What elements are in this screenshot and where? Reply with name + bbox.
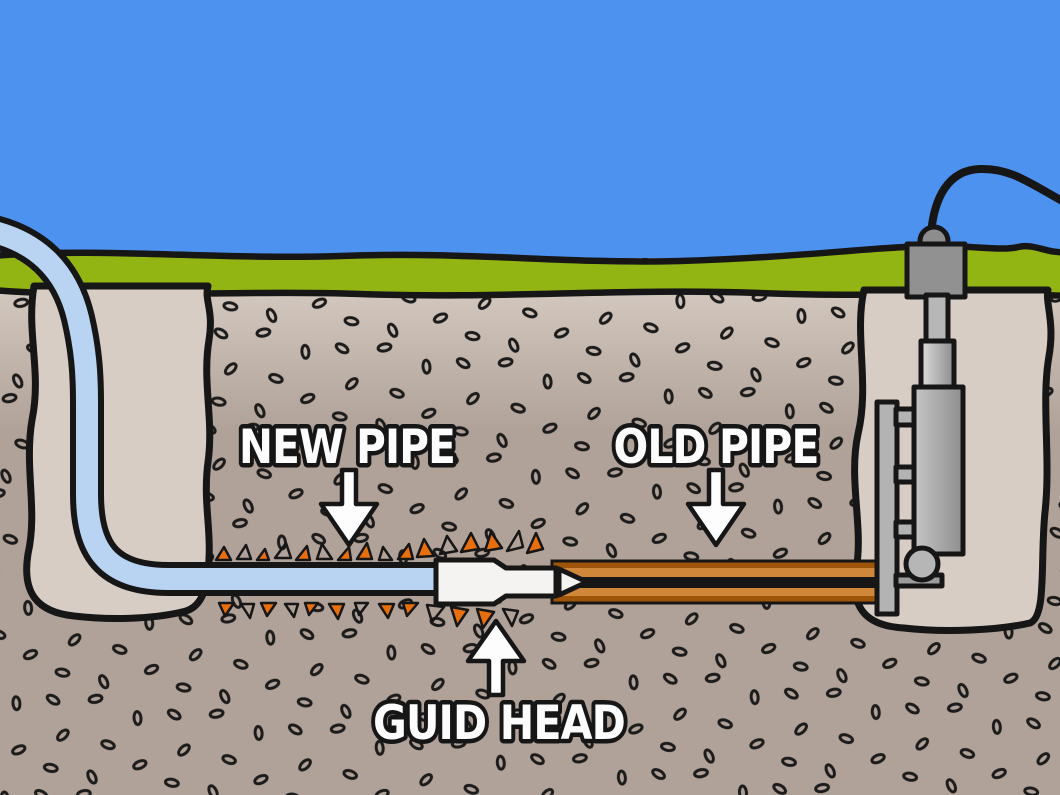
piston-rod-upper bbox=[923, 292, 951, 348]
debris-fragment bbox=[239, 602, 256, 620]
debris-fragment bbox=[377, 545, 394, 562]
old-pipe-down-arrow-icon bbox=[685, 467, 747, 548]
debris-fragment bbox=[415, 537, 436, 559]
power-cable bbox=[927, 164, 1060, 238]
guide-head-label: GUID HEAD bbox=[373, 696, 625, 751]
debris-fragment bbox=[475, 607, 496, 630]
guide-head-tip bbox=[556, 566, 590, 598]
debris-fragment bbox=[355, 541, 374, 561]
piston-rod-lower bbox=[918, 338, 957, 393]
debris-fragment bbox=[214, 545, 233, 562]
new-pipe-label: NEW PIPE bbox=[239, 420, 455, 475]
new-pipe-down-arrow-icon bbox=[318, 467, 380, 548]
hydraulic-cylinder bbox=[911, 384, 966, 557]
guide-wheel-icon bbox=[903, 545, 941, 583]
guide-head bbox=[433, 557, 590, 607]
debris-fragment bbox=[425, 603, 446, 624]
machine-top-box bbox=[904, 241, 968, 300]
debris-fragment bbox=[377, 602, 396, 620]
debris-fragment bbox=[459, 531, 481, 554]
debris-fragment bbox=[255, 547, 271, 562]
debris-fragment bbox=[336, 545, 353, 562]
debris-fragments bbox=[214, 529, 545, 630]
debris-fragment bbox=[327, 602, 346, 621]
old-pipe-label: OLD PIPE bbox=[614, 420, 819, 475]
old-pipe bbox=[550, 559, 890, 605]
debris-fragment bbox=[438, 534, 459, 556]
new-pipe bbox=[0, 215, 437, 596]
debris-fragment bbox=[449, 605, 470, 628]
debris-fragment bbox=[353, 601, 370, 617]
debris-fragment bbox=[401, 601, 420, 618]
debris-fragment bbox=[235, 543, 253, 561]
debris-fragment bbox=[525, 531, 545, 555]
debris-fragment bbox=[283, 602, 300, 619]
debris-fragment bbox=[273, 541, 293, 560]
debris-fragment bbox=[315, 542, 334, 561]
debris-fragment bbox=[217, 601, 236, 618]
guide-head-body bbox=[433, 557, 559, 607]
new-pipe-body bbox=[0, 222, 437, 590]
debris-fragment bbox=[396, 542, 415, 561]
old-pipe-pull-rod bbox=[580, 577, 888, 588]
bursting-machine bbox=[874, 164, 1060, 617]
grass-strip bbox=[0, 242, 1060, 299]
debris-fragment bbox=[505, 529, 525, 553]
debris-fragment bbox=[259, 601, 278, 618]
thrust-plate bbox=[874, 399, 900, 617]
debris-fragment bbox=[294, 544, 312, 562]
debris-fragment bbox=[303, 601, 320, 617]
debris-fragment bbox=[501, 607, 520, 628]
debris-fragment bbox=[483, 530, 504, 553]
guide-head-up-arrow-icon bbox=[465, 618, 527, 698]
